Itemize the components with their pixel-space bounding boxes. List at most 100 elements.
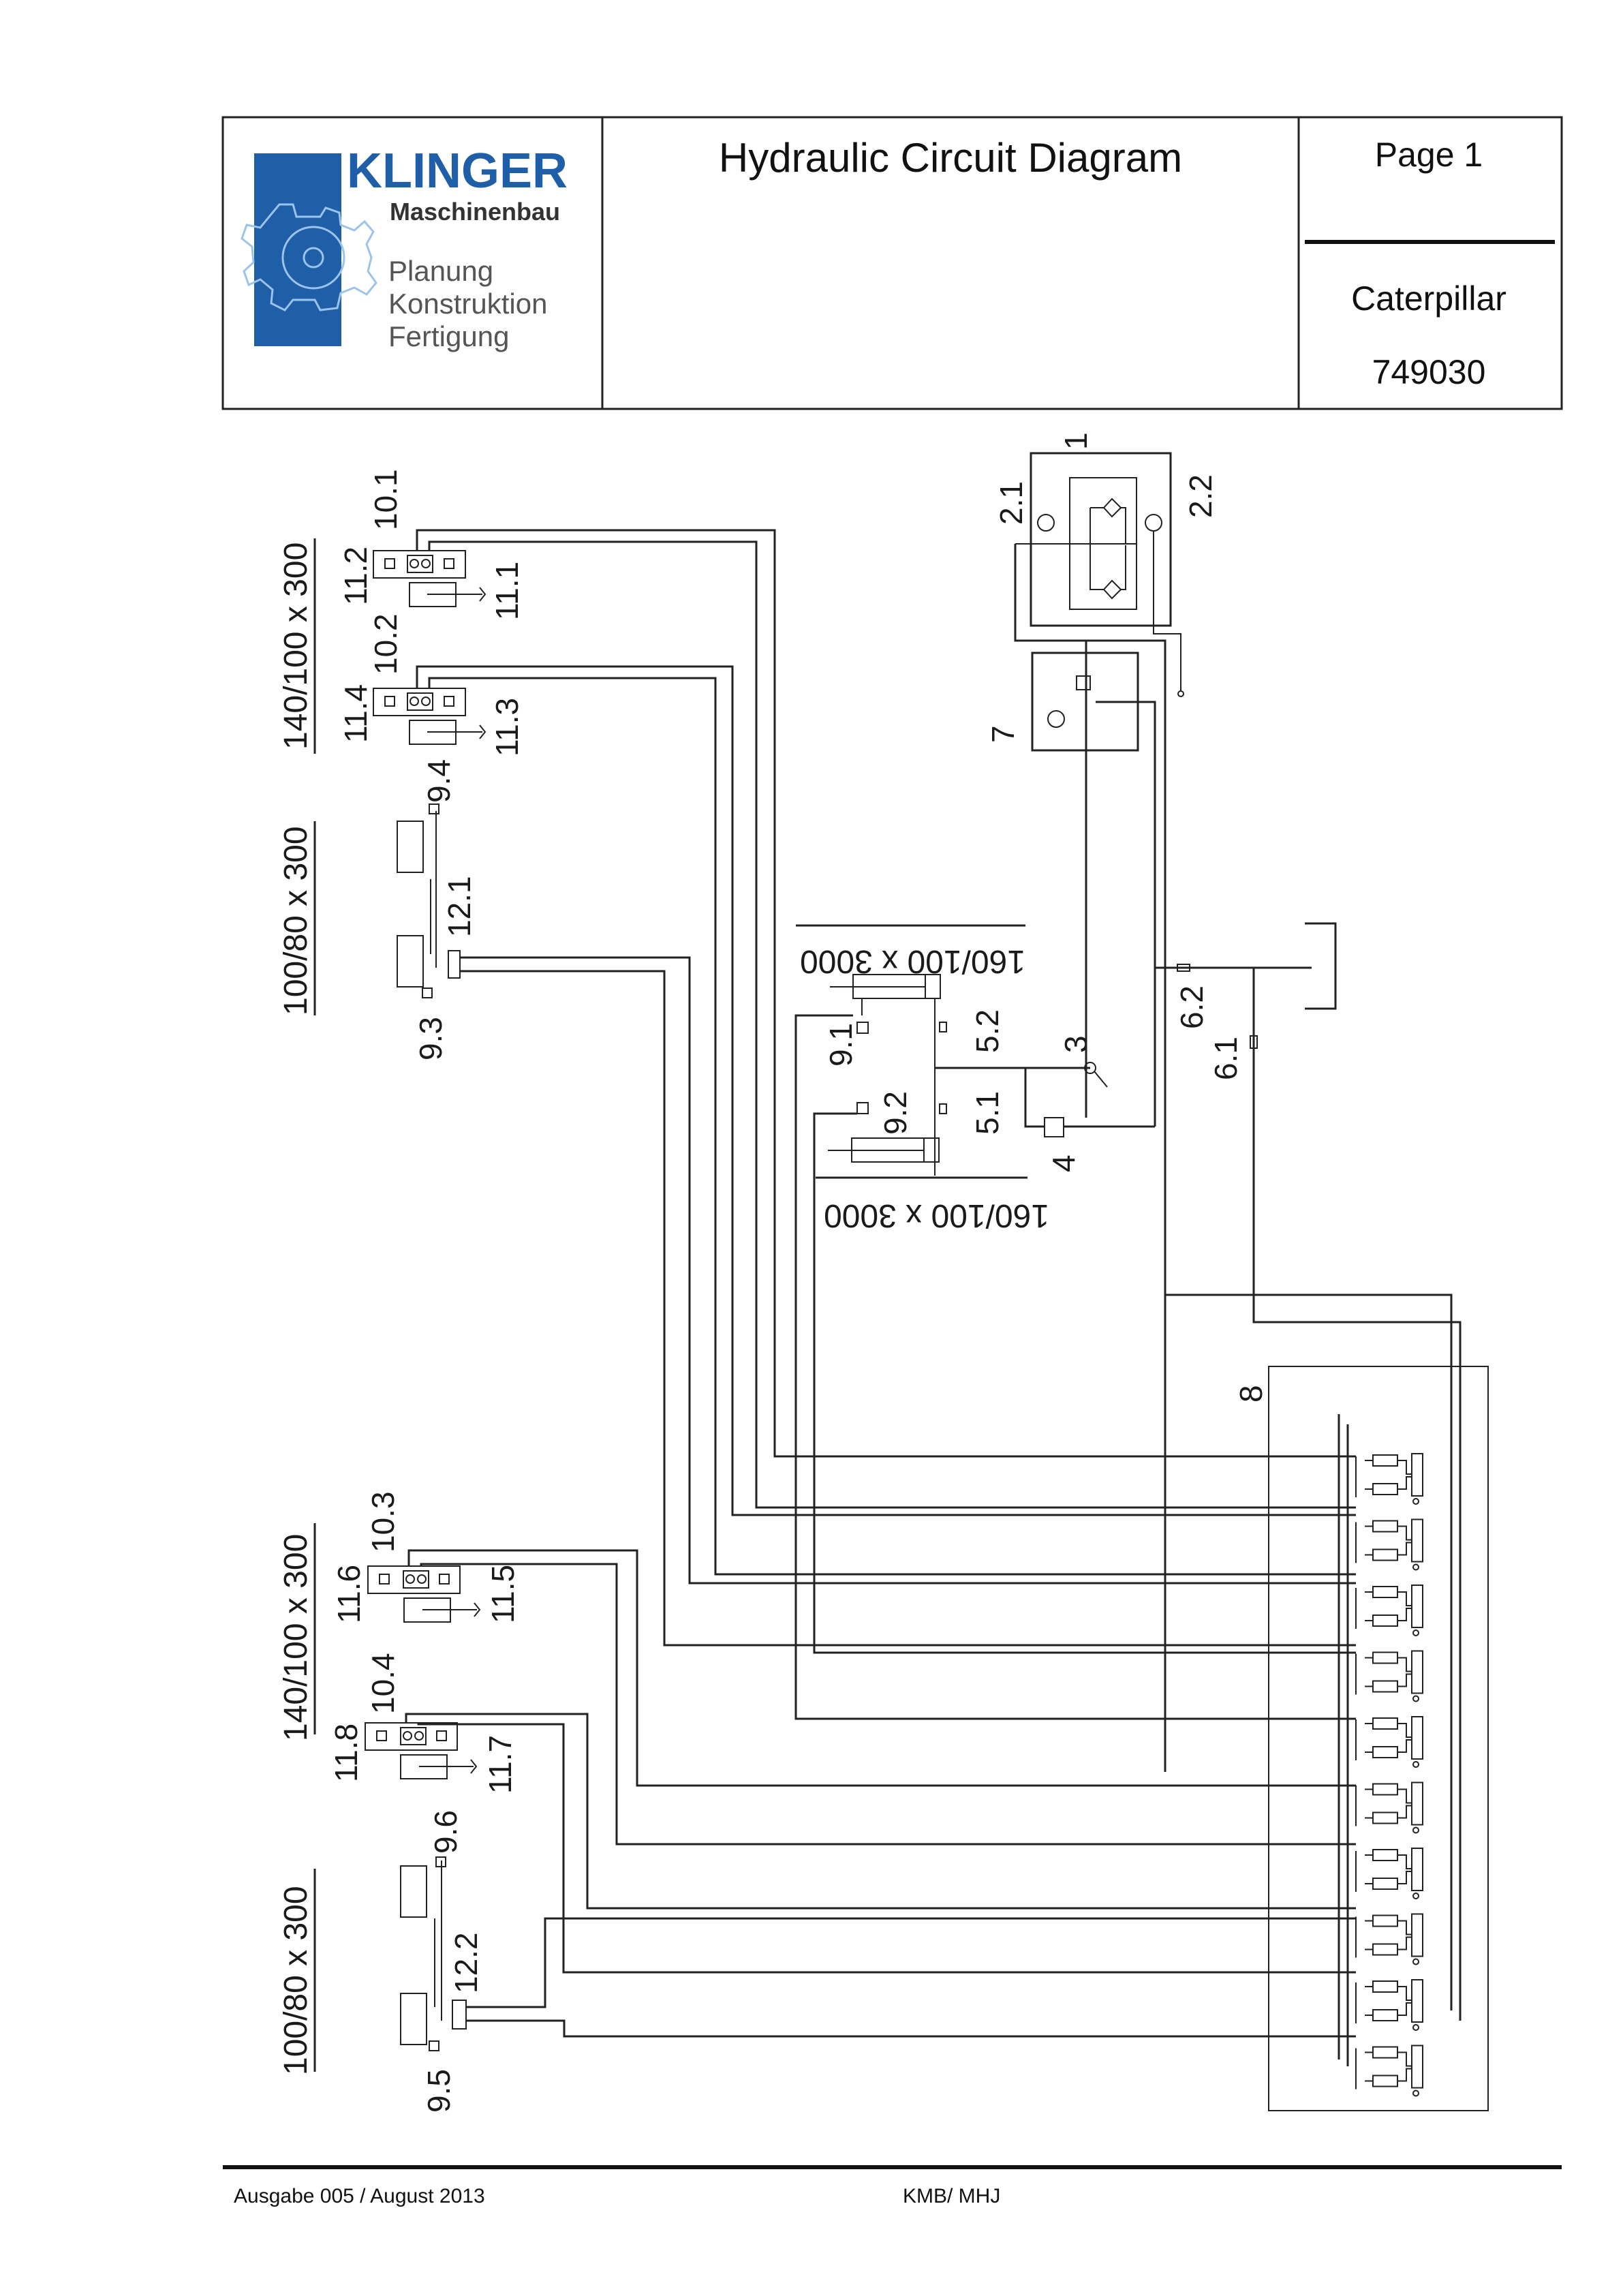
label-11-1: 11.1	[489, 562, 525, 620]
poppet-valve-icon	[1372, 2046, 1398, 2059]
valve-block	[365, 1722, 458, 1751]
label-11-3: 11.3	[489, 698, 525, 756]
label-11-6: 11.6	[331, 1565, 367, 1623]
label-10-3: 10.3	[365, 1491, 401, 1552]
check-valve-6-1	[1250, 1035, 1258, 1049]
pressure-valve-icon	[384, 558, 395, 569]
support-unit-12-1	[397, 803, 461, 998]
pilot-check-valve	[452, 2000, 467, 2030]
poppet-valve-icon	[1372, 1783, 1398, 1796]
pipe-10-2-b	[428, 677, 1356, 1576]
label-4: 4	[1046, 1154, 1081, 1172]
pressure-valve-icon	[376, 1730, 387, 1741]
label-5-1: 5.1	[970, 1091, 1005, 1135]
label-8: 8	[1233, 1385, 1269, 1403]
label-11-4: 11.4	[338, 684, 373, 743]
dimension-label-top-100: 100/80 x 300	[278, 821, 316, 1015]
label-6-2: 6.2	[1174, 985, 1209, 1029]
label-9-5: 9.5	[421, 2069, 457, 2113]
solenoid-valve-icon	[1411, 1518, 1423, 1563]
solenoid-valve-icon	[1411, 1650, 1423, 1694]
solenoid-valve-icon	[1411, 2045, 1423, 2089]
valve-sections	[1355, 1453, 1423, 2097]
svg-text:160/100 x 3000: 160/100 x 3000	[824, 1197, 1049, 1234]
directional-valve-section	[1355, 1650, 1423, 1702]
label-11-5: 11.5	[485, 1565, 521, 1623]
svg-text:100/80 x 300: 100/80 x 300	[278, 826, 314, 1015]
pipe-10-2-a	[416, 665, 1356, 1516]
pilot-check-valve	[448, 950, 461, 979]
poppet-valve-icon	[1372, 1548, 1398, 1561]
directional-valve-section	[1355, 1979, 1423, 2031]
drain-port-icon	[1412, 1498, 1419, 1505]
svg-text:140/100 x 300: 140/100 x 300	[278, 1534, 314, 1741]
label-2-1: 2.1	[993, 481, 1029, 525]
poppet-valve-icon	[1372, 1980, 1398, 1993]
poppet-valve-icon	[1372, 1520, 1398, 1533]
poppet-valve-icon	[1372, 1943, 1398, 1956]
label-10-1: 10.1	[368, 469, 403, 530]
pipe-12-2-b	[466, 2019, 1356, 2038]
pipe-10-3-a	[407, 1549, 1356, 1787]
cylinder	[397, 935, 424, 988]
poppet-valve-icon	[1372, 2009, 1398, 2021]
poppet-valve-icon	[1372, 1849, 1398, 1861]
label-7: 7	[985, 725, 1021, 743]
pressure-valve-icon	[429, 803, 439, 814]
label-12-2: 12.2	[448, 1932, 484, 1993]
clamp-unit-10-1	[373, 550, 486, 607]
directional-valve-section	[1355, 1781, 1423, 1834]
clamp-unit-10-3	[367, 1565, 481, 1623]
directional-valve-section	[1355, 1518, 1423, 1571]
drain-port-icon	[1412, 2090, 1419, 2097]
dimension-label-bottom-140: 140/100 x 300	[278, 1523, 316, 1741]
label-6-1: 6.1	[1208, 1037, 1243, 1080]
poppet-valve-icon	[1372, 1483, 1398, 1495]
cylinder	[400, 1865, 427, 1918]
logo-tagline-1: Planung	[388, 255, 493, 287]
logo-tagline-2: Konstruktion	[388, 288, 547, 320]
pressure-valve-icon	[439, 1574, 450, 1585]
drain-port-icon	[1412, 2024, 1419, 2031]
company-logo: KLINGER Maschinenbau Planung Konstruktio…	[241, 144, 568, 352]
customer-name: Caterpillar	[1351, 279, 1506, 318]
pressure-valve-icon	[422, 988, 433, 998]
pipe-10-4-b	[417, 1723, 1356, 1974]
support-unit-12-2	[400, 1856, 467, 2051]
filter-housing	[1030, 452, 1172, 627]
valve-block	[373, 688, 466, 716]
drain-port-icon	[1412, 1563, 1419, 1571]
logo-subtitle: Maschinenbau	[390, 198, 560, 226]
pressure-valve-icon	[856, 1102, 869, 1114]
directional-valve-section	[1355, 1848, 1423, 1899]
valve-block	[373, 550, 466, 579]
title-block: KLINGER Maschinenbau Planung Konstruktio…	[221, 116, 1563, 410]
main-cylinder-upper	[830, 974, 941, 1176]
poppet-valve-icon	[1372, 1878, 1398, 1890]
label-10-4: 10.4	[365, 1653, 401, 1714]
title-block-frame	[221, 116, 1563, 410]
dimension-label-bottom-100: 100/80 x 300	[278, 1869, 316, 2075]
poppet-valve-icon	[1372, 1614, 1398, 1627]
poppet-valve-icon	[1372, 1651, 1398, 1664]
poppet-valve-icon	[1372, 1586, 1398, 1598]
pilot-check-valve	[407, 555, 433, 573]
pipe-network	[405, 529, 1356, 2038]
check-valves-6	[1155, 922, 1337, 1295]
pipe-10-3-b	[420, 1563, 1356, 1846]
svg-text:100/80 x 300: 100/80 x 300	[278, 1886, 314, 2075]
pressure-gauge-2-1	[1037, 514, 1055, 532]
label-9-2: 9.2	[878, 1091, 913, 1135]
pilot-check-valve	[400, 1727, 427, 1745]
solenoid-valve-icon	[1411, 1453, 1423, 1497]
pressure-valve-icon	[429, 2040, 439, 2051]
dimension-label-center-lower: 160/100 x 3000	[816, 1176, 1049, 1234]
tank-bracket	[1305, 922, 1337, 1010]
check-valve-5-1	[939, 1103, 947, 1114]
pressure-gauge-2-2	[1145, 514, 1162, 532]
poppet-valve-icon	[1372, 1454, 1398, 1467]
dimension-label-top-140: 140/100 x 300	[278, 538, 316, 754]
label-9-6: 9.6	[428, 1810, 463, 1854]
